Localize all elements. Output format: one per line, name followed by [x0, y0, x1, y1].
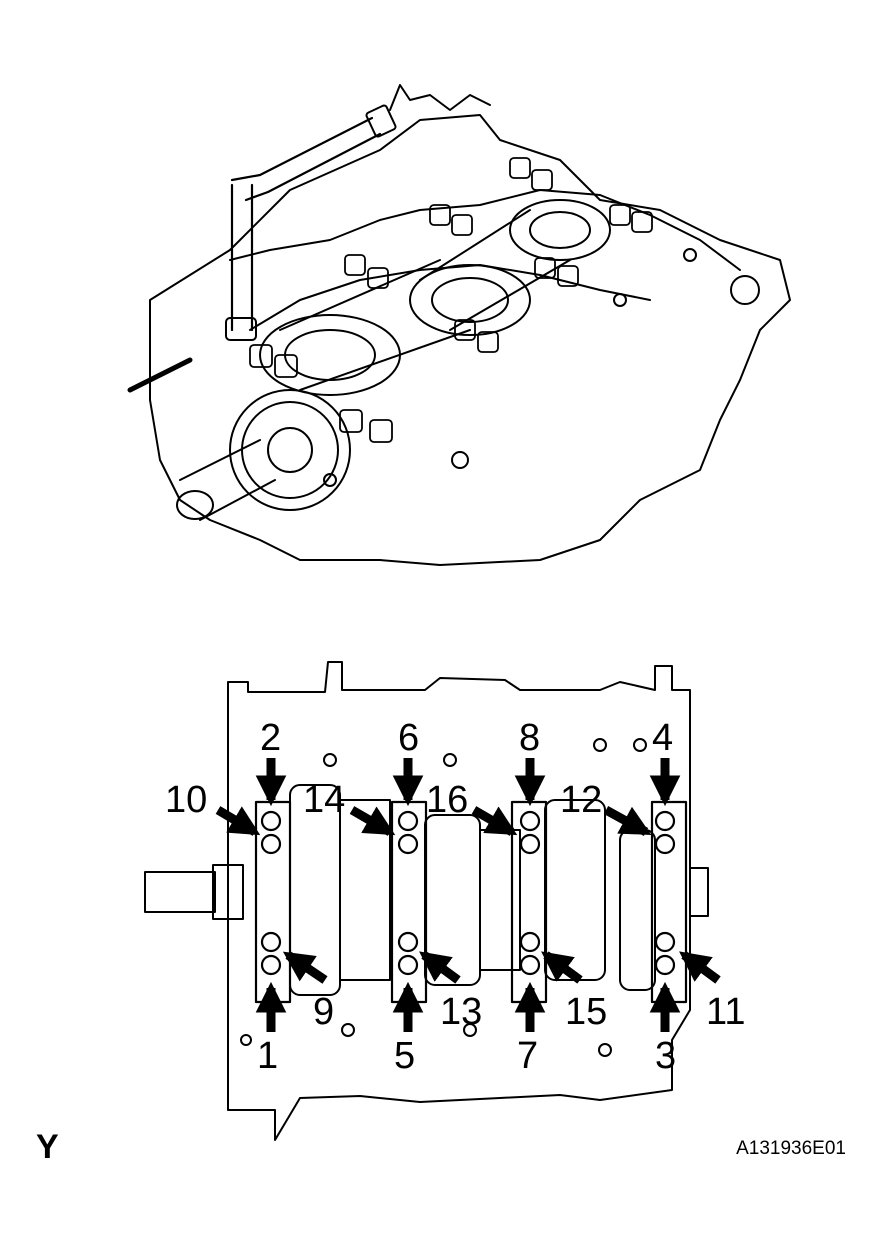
bolt-label-1: 1	[257, 1035, 278, 1077]
bolt-label-12: 12	[560, 779, 602, 821]
block-bottom-view	[144, 661, 709, 1141]
bolt-label-14: 14	[303, 779, 345, 821]
bolt-label-7: 7	[517, 1035, 538, 1077]
sequence-arrows	[215, 758, 721, 1032]
bolt-label-13: 13	[440, 991, 482, 1033]
corner-mark: Y	[36, 1128, 59, 1166]
bolt-label-9: 9	[313, 991, 334, 1033]
figure-id: A131936E01	[736, 1138, 846, 1159]
torque-wrench-icon	[225, 84, 491, 341]
bolt-label-15: 15	[565, 991, 607, 1033]
bolt-label-4: 4	[652, 717, 673, 759]
bolt-label-2: 2	[260, 717, 281, 759]
cap-bolts	[260, 810, 676, 976]
bolt-label-11: 11	[706, 991, 745, 1033]
bolt-label-8: 8	[519, 717, 540, 759]
bolt-label-5: 5	[394, 1035, 415, 1077]
bolt-label-16: 16	[426, 779, 468, 821]
bolt-label-10: 10	[165, 779, 207, 821]
sequence-numbers: 1 2 3 4 5 6 7 8 9 10 11 12 13 14 15 16	[165, 717, 745, 1077]
isometric-block-illustration	[127, 84, 791, 566]
bolt-label-3: 3	[655, 1035, 676, 1077]
bolt-label-6: 6	[398, 717, 419, 759]
